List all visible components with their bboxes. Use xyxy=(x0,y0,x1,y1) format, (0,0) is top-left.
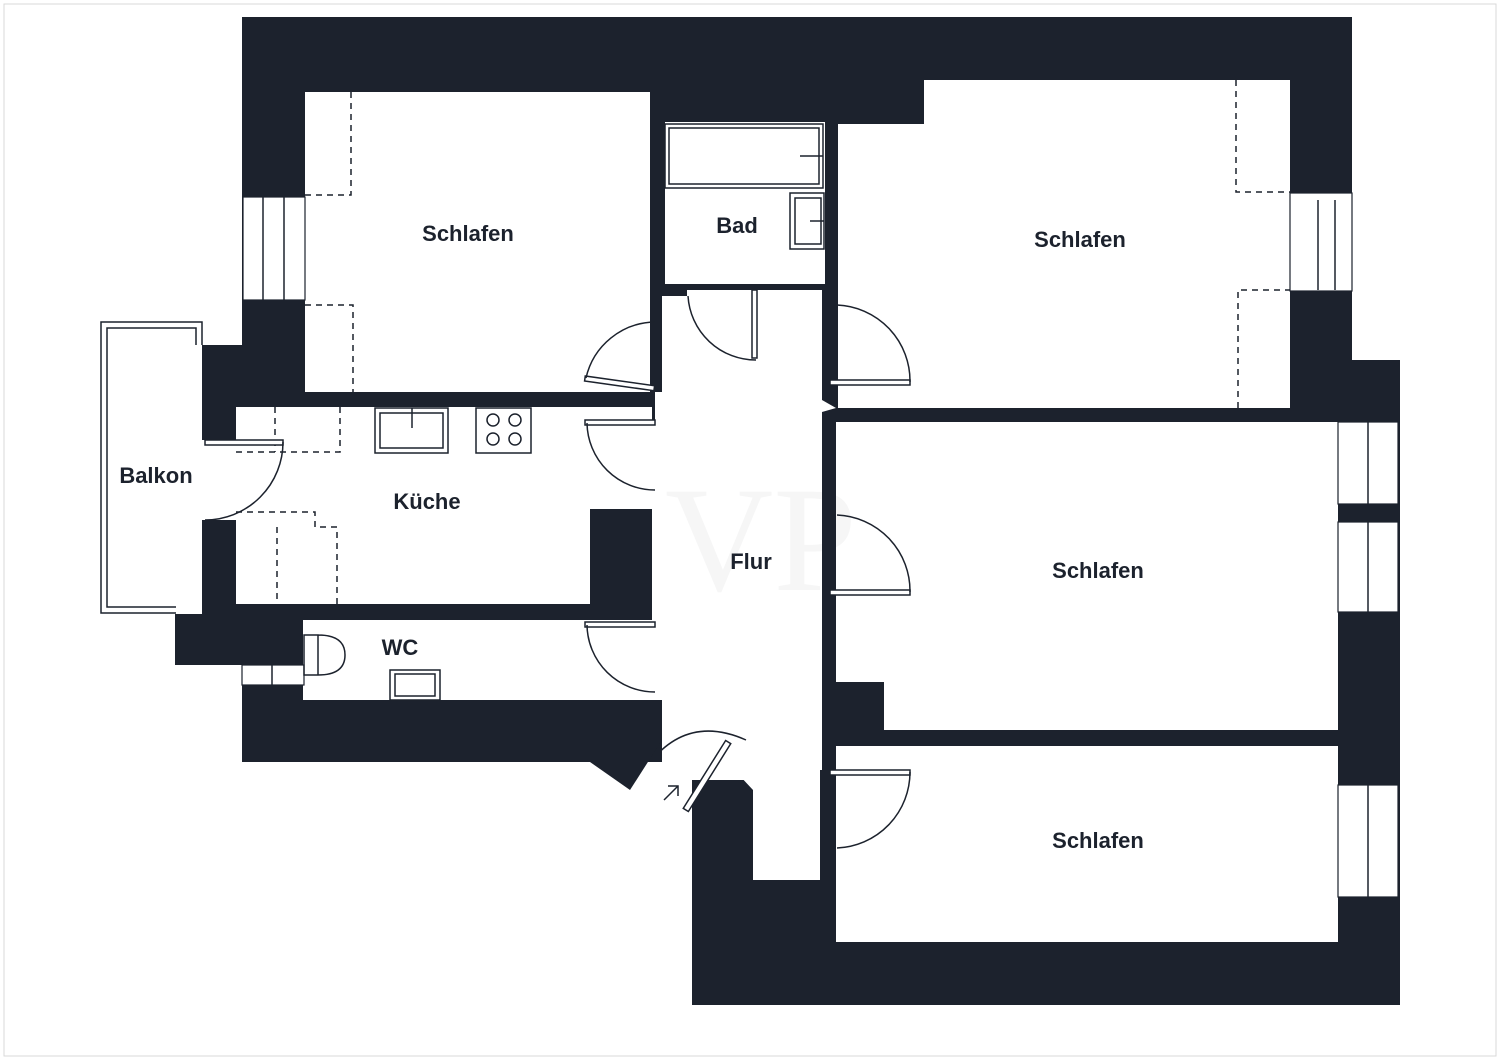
doors xyxy=(204,289,911,849)
windows xyxy=(241,192,1399,898)
room-label-schlafen-ne: Schlafen xyxy=(1034,227,1126,252)
balcony-railing xyxy=(100,321,203,614)
toilet xyxy=(303,634,346,676)
page-border xyxy=(3,3,1497,1057)
room-label-wc: WC xyxy=(382,635,419,660)
fixtures xyxy=(303,123,825,701)
room-label-flur: Flur xyxy=(730,549,772,574)
room-label-kueche: Küche xyxy=(393,489,460,514)
stove xyxy=(475,407,532,454)
wc-sink xyxy=(389,669,441,701)
entrance-arrow-icon xyxy=(663,785,679,801)
room-label-schlafen-nw: Schlafen xyxy=(422,221,514,246)
room-label-schlafen-se: Schlafen xyxy=(1052,828,1144,853)
room-label-bad: Bad xyxy=(716,213,758,238)
room-label-balkon: Balkon xyxy=(119,463,192,488)
room-label-schlafen-e: Schlafen xyxy=(1052,558,1144,583)
rooms xyxy=(100,80,1338,942)
watermark: VP xyxy=(665,457,857,623)
room-labels: Schlafen Bad Schlafen Balkon Küche Flur … xyxy=(119,213,1144,853)
